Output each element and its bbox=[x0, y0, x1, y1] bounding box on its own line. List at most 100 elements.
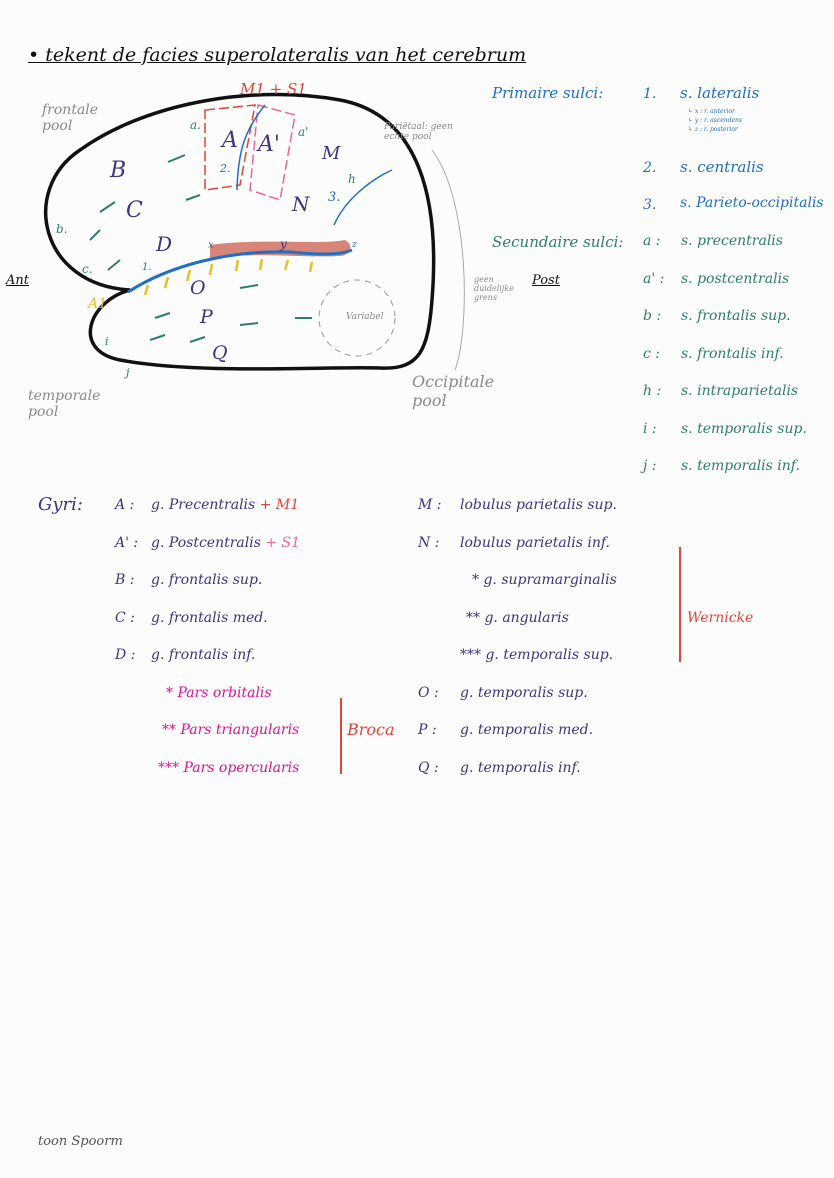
primary-sulcus-num: 3. bbox=[643, 197, 657, 213]
item-key: D : bbox=[115, 647, 136, 663]
list-item: A : g. Precentralis + M1 bbox=[115, 497, 300, 535]
author-footer: toon Spoorm bbox=[38, 1134, 123, 1149]
list-item: O :g. temporalis sup. bbox=[418, 685, 617, 723]
sulcus-mark-a: a. bbox=[190, 118, 201, 132]
region-b: B bbox=[110, 158, 127, 183]
list-item: B :g. frontalis sup. bbox=[115, 572, 300, 610]
wernicke-label: Wernicke bbox=[687, 610, 754, 626]
item-label: ** g. angularis bbox=[466, 609, 569, 626]
primary-sulcus-label: s. centralis bbox=[680, 158, 764, 176]
ramus-anterior: ↳ x : r. anterior bbox=[688, 108, 735, 115]
region-a: A bbox=[222, 128, 238, 153]
list-item: h :s. intraparietalis bbox=[643, 383, 807, 421]
sulcus-mark-3: 3. bbox=[328, 190, 341, 205]
region-d: D bbox=[156, 232, 173, 256]
operculum-marks bbox=[143, 258, 314, 296]
parieto-occipital-sulcus bbox=[333, 169, 393, 226]
item-key: A : bbox=[115, 497, 135, 513]
item-key: j : bbox=[643, 458, 657, 474]
item-label: g. frontalis med. bbox=[151, 609, 268, 626]
item-label: g. frontalis inf. bbox=[151, 647, 256, 663]
region-q: Q bbox=[212, 342, 228, 364]
list-item: D : g. frontalis inf. bbox=[115, 647, 300, 685]
sulcus-mark-a-prime: a' bbox=[298, 125, 309, 139]
list-item: i :s. temporalis sup. bbox=[643, 421, 807, 459]
list-item: j :s. temporalis inf. bbox=[643, 458, 807, 496]
list-item: a : s. precentralis bbox=[643, 233, 807, 271]
primary-sulci-heading: Primaire sulci: bbox=[492, 84, 604, 102]
list-item: C : g. frontalis med. bbox=[115, 610, 300, 648]
primary-sulcus-num: 2. bbox=[643, 160, 657, 176]
broca-label: Broca bbox=[347, 720, 395, 739]
list-item: Q :g. temporalis inf. bbox=[418, 760, 617, 798]
sulcus-mark-h: h bbox=[348, 172, 356, 186]
region-a-prime: A' bbox=[258, 132, 280, 157]
primary-sulcus-num: 1. bbox=[643, 86, 657, 102]
gyri-heading: Gyri: bbox=[38, 494, 83, 515]
secondary-sulci-dashes bbox=[89, 154, 312, 343]
list-item: M : lobulus parietalis sup. bbox=[418, 497, 617, 535]
item-extra: + M1 bbox=[259, 497, 300, 513]
sulcus-mark-1: 1. bbox=[142, 262, 152, 273]
item-key: N : bbox=[418, 534, 440, 551]
page-title: • tekent de facies superolateralis van h… bbox=[28, 44, 527, 66]
list-item: c :s. frontalis inf. bbox=[643, 346, 807, 384]
ramus-mark-z: z bbox=[352, 240, 357, 250]
item-label: * g. supramarginalis bbox=[472, 572, 617, 588]
item-extra: + S1 bbox=[265, 534, 301, 551]
list-item: A' : g. Postcentralis + S1 bbox=[115, 535, 300, 573]
list-item: N :lobulus parietalis inf. bbox=[418, 535, 617, 573]
item-label: lobulus parietalis sup. bbox=[460, 497, 617, 513]
item-label: g. Postcentralis bbox=[151, 534, 261, 551]
occipital-pointer bbox=[431, 149, 465, 371]
item-key: C : bbox=[115, 609, 135, 626]
pars-orbitalis: * Pars orbitalis bbox=[166, 685, 272, 701]
region-m: M bbox=[322, 143, 341, 164]
region-a1: A1 bbox=[88, 296, 108, 312]
ramus-mark-x: x bbox=[208, 240, 214, 251]
ramus-mark-y: y bbox=[280, 237, 287, 251]
list-item: b :s. frontalis sup. bbox=[643, 308, 807, 346]
item-label: g. temporalis med. bbox=[460, 722, 594, 738]
item-key: A' : bbox=[115, 534, 139, 551]
item-key: P : bbox=[418, 722, 437, 738]
list-item: P : g. temporalis med. bbox=[418, 722, 617, 760]
list-item: a' :s. postcentralis bbox=[643, 271, 807, 309]
item-label: s. frontalis inf. bbox=[681, 345, 784, 362]
list-item: ** g. angularis bbox=[418, 610, 617, 648]
item-label: g. temporalis sup. bbox=[460, 684, 588, 701]
ramus-posterior: ↳ z : r. posterior bbox=[688, 126, 738, 133]
anterior-label: Ant bbox=[6, 273, 29, 288]
gyri-left-list: A : g. Precentralis + M1 A' : g. Postcentr… bbox=[115, 497, 300, 685]
list-item: *** g. temporalis sup. bbox=[418, 647, 617, 685]
primary-sulcus-label: s. lateralis bbox=[680, 84, 760, 102]
pars-triangularis: ** Pars triangularis bbox=[162, 722, 300, 738]
item-key: a : bbox=[643, 233, 661, 249]
ramus-ascendens: ↳ y : r. ascendens bbox=[688, 117, 742, 124]
item-label: g. Precentralis bbox=[151, 497, 256, 513]
item-key: M : bbox=[418, 497, 442, 513]
frontal-pole-label: frontale pool bbox=[42, 102, 99, 134]
broca-bracket bbox=[340, 698, 342, 774]
variable-label: Variabel bbox=[346, 312, 384, 322]
region-n: N bbox=[292, 192, 310, 216]
item-label: *** g. temporalis sup. bbox=[460, 647, 614, 663]
occipital-pole-label: Occipitale pool bbox=[412, 372, 495, 410]
item-key: b : bbox=[643, 308, 662, 324]
posterior-label: Post bbox=[532, 273, 560, 288]
item-key: a' : bbox=[643, 270, 665, 287]
gyri-right-list: M : lobulus parietalis sup. N :lobulus pa… bbox=[418, 497, 617, 797]
sulcus-mark-2: 2. bbox=[220, 162, 231, 175]
no-clear-border-label: geen duidelijke grens bbox=[474, 275, 514, 302]
page-title-text: tekent de facies superolateralis van het… bbox=[45, 44, 527, 66]
item-label: s. temporalis sup. bbox=[681, 420, 807, 437]
secondary-sulci-list: a :s. precentralis a' :s. postcentralis … bbox=[643, 233, 807, 496]
wernicke-bracket bbox=[679, 547, 681, 662]
variable-region bbox=[318, 279, 396, 357]
m1-s1-label: M1 + S1 bbox=[240, 80, 307, 98]
item-label: s. precentralis bbox=[681, 233, 783, 249]
region-p: P bbox=[200, 306, 213, 328]
item-label: g. temporalis inf. bbox=[460, 759, 581, 776]
